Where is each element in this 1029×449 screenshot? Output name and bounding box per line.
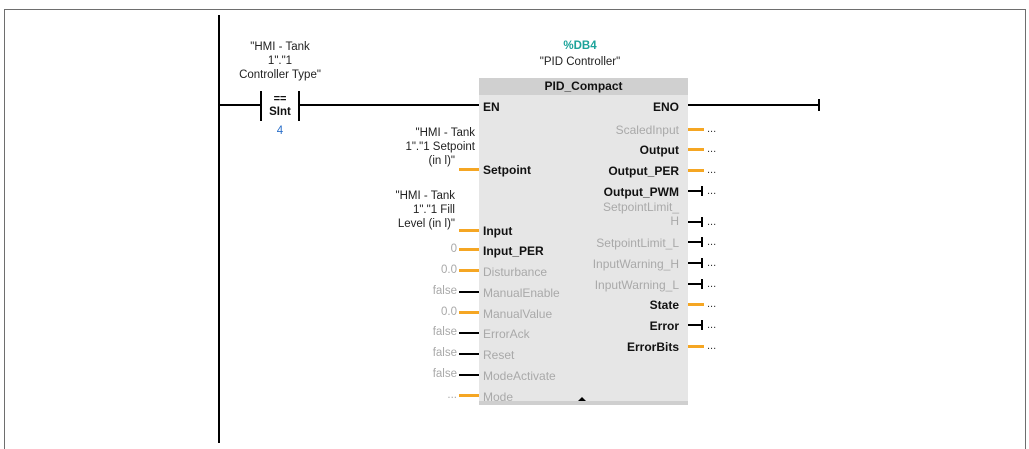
contact-operand-line1[interactable]: "HMI - Tank — [250, 41, 310, 53]
input-pin-error-ack: ErrorAck — [483, 327, 530, 341]
disturbance-wire — [459, 269, 479, 272]
input-pin-mode-activate: ModeActivate — [483, 369, 556, 383]
state-value[interactable]: ... — [707, 298, 717, 310]
output-pin-scaled-input: ScaledInput — [615, 123, 679, 137]
output-wire — [688, 148, 704, 151]
output-pin-state: State — [649, 298, 679, 312]
output-pin-setpoint-limit-h-suffix: H — [670, 214, 679, 228]
input-warning-l-wire-end — [701, 279, 703, 289]
error-ack-wire — [459, 332, 479, 334]
setpoint-limit-h-value[interactable]: ... — [707, 216, 717, 228]
input-operand-line2[interactable]: 1"."1 Fill — [412, 204, 455, 216]
state-wire — [688, 303, 704, 306]
eno-pin-label: ENO — [652, 100, 679, 114]
output-per-value[interactable]: ... — [707, 164, 717, 176]
mode-wire — [459, 394, 479, 397]
output-pin-output-pwm: Output_PWM — [603, 185, 679, 199]
input-warning-h-wire — [688, 262, 702, 264]
error-ack-value[interactable]: false — [432, 326, 457, 338]
input-operand-line3[interactable]: Level (in l)" — [397, 218, 455, 230]
input-pin-manual-enable: ManualEnable — [483, 286, 560, 300]
input-pin-reset: Reset — [483, 348, 515, 362]
output-pin-output: Output — [639, 143, 679, 157]
input-warning-l-value[interactable]: ... — [707, 278, 717, 290]
error-bits-wire — [688, 345, 704, 348]
input-per-wire — [459, 248, 479, 251]
error-wire — [688, 324, 702, 326]
output-pin-output-per: Output_PER — [608, 164, 679, 178]
contact-operand-line3[interactable]: Controller Type" — [239, 69, 321, 81]
eno-wire-end — [818, 99, 820, 111]
output-pwm-wire — [688, 190, 702, 192]
eno-output-wire — [688, 104, 820, 106]
input-wire — [459, 229, 479, 232]
contact-operator: == — [273, 93, 287, 105]
manual-value-value[interactable]: 0.0 — [441, 306, 457, 318]
output-pin-input-warning-l: InputWarning_L — [594, 278, 679, 292]
output-pin-setpoint-limit-l: SetpointLimit_L — [596, 236, 679, 250]
setpoint-operand-line3[interactable]: (in l)" — [428, 155, 455, 167]
input-operand-line1[interactable]: "HMI - Tank — [395, 190, 455, 202]
contact-right-bar[interactable] — [298, 91, 300, 121]
mode-activate-value[interactable]: false — [432, 368, 457, 380]
input-pin-disturbance: Disturbance — [483, 265, 548, 279]
input-warning-h-value[interactable]: ... — [707, 257, 717, 269]
mode-value[interactable]: ... — [447, 389, 457, 401]
expand-arrow-icon[interactable] — [578, 397, 586, 401]
setpoint-limit-l-value[interactable]: ... — [707, 236, 717, 248]
scaled-input-wire — [688, 128, 704, 131]
output-pin-setpoint-limit-h: SetpointLimit_ — [602, 200, 679, 214]
reset-value[interactable]: false — [432, 347, 457, 359]
output-per-wire — [688, 169, 704, 172]
input-pin-input: Input — [483, 224, 513, 238]
input-pin-setpoint: Setpoint — [483, 163, 531, 177]
pid-compact-block[interactable] — [479, 78, 688, 405]
network-frame — [4, 9, 1026, 449]
setpoint-wire — [459, 168, 479, 171]
error-bits-value[interactable]: ... — [707, 340, 717, 352]
block-footer — [479, 401, 688, 405]
scaled-input-value[interactable]: ... — [707, 123, 717, 135]
contact-compare-value[interactable]: 4 — [276, 125, 284, 137]
input-per-value[interactable]: 0 — [450, 243, 457, 255]
output-pin-input-warning-h: InputWarning_H — [592, 257, 679, 271]
output-value[interactable]: ... — [707, 143, 717, 155]
block-type-title: PID_Compact — [479, 78, 688, 95]
contact-type: SInt — [269, 106, 291, 118]
input-warning-l-wire — [688, 283, 702, 285]
output-pwm-value[interactable]: ... — [707, 185, 717, 197]
contact-left-bar[interactable] — [260, 91, 262, 121]
rung-wire-left — [219, 104, 261, 106]
contact-operand-line2[interactable]: 1"."1 — [267, 55, 293, 67]
setpoint-limit-l-wire-end — [701, 237, 703, 247]
rung-wire-middle — [300, 104, 481, 106]
manual-enable-value[interactable]: false — [432, 285, 457, 297]
output-pwm-wire-end — [701, 186, 703, 196]
manual-enable-wire — [459, 291, 479, 293]
reset-wire — [459, 353, 479, 355]
output-pin-error-bits: ErrorBits — [626, 340, 679, 354]
manual-value-wire — [459, 311, 479, 314]
setpoint-operand-line1[interactable]: "HMI - Tank — [415, 127, 475, 139]
setpoint-operand-line2[interactable]: 1"."1 Setpoint — [405, 141, 475, 153]
input-pin-mode: Mode — [483, 390, 514, 404]
input-warning-h-wire-end — [701, 258, 703, 268]
en-pin-label: EN — [483, 100, 500, 114]
db-instance-name[interactable]: "PID Controller" — [539, 56, 621, 68]
disturbance-value[interactable]: 0.0 — [441, 264, 457, 276]
input-pin-input-per: Input_PER — [483, 244, 544, 258]
input-pin-manual-value: ManualValue — [483, 307, 553, 321]
db-number[interactable]: %DB4 — [563, 40, 597, 52]
setpoint-limit-h-wire-end — [701, 217, 703, 227]
error-value[interactable]: ... — [707, 319, 717, 331]
error-wire-end — [701, 320, 703, 330]
mode-activate-wire — [459, 374, 479, 376]
output-pin-error: Error — [649, 319, 679, 333]
power-rail — [218, 15, 220, 443]
setpoint-limit-h-wire — [688, 221, 702, 223]
setpoint-limit-l-wire — [688, 241, 702, 243]
